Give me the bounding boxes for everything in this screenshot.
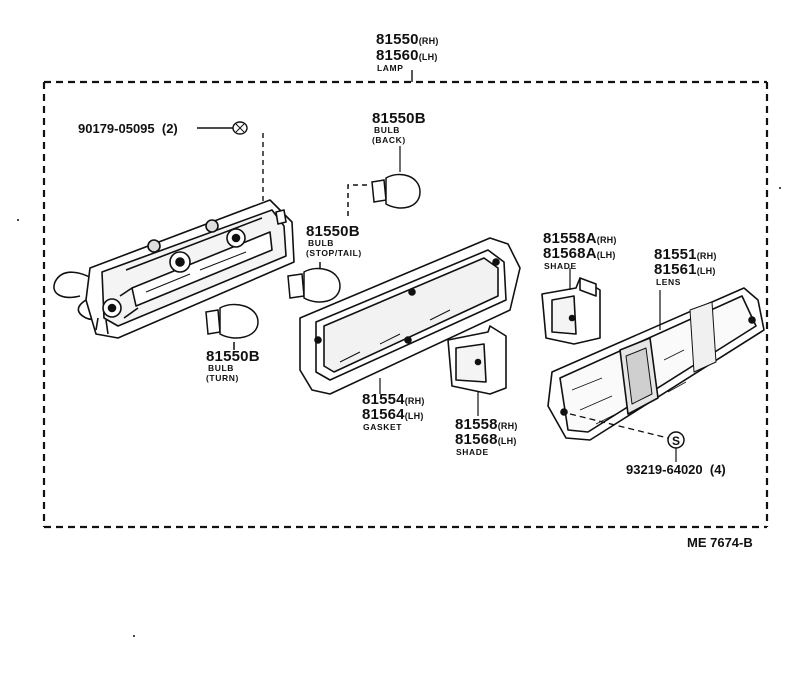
bulb-back bbox=[347, 173, 421, 216]
lamp-part-number-rh: 81550(RH) bbox=[376, 31, 439, 48]
shade-a-part bbox=[541, 277, 601, 345]
bulb-turn bbox=[205, 303, 259, 350]
bulb-back-name: BULB bbox=[374, 125, 401, 135]
lens-part-number-lh: 81561(LH) bbox=[654, 261, 716, 278]
screw-part-number: 90179-05095 (2) bbox=[78, 121, 178, 136]
bulb-stop-number: 81550B bbox=[306, 223, 360, 240]
gasket-part bbox=[299, 237, 521, 395]
bulb-back-sub: (BACK) bbox=[372, 135, 406, 145]
gasket-part-number-lh: 81564(LH) bbox=[362, 406, 424, 423]
lens-screw-part-number: 93219-64020 (4) bbox=[626, 462, 726, 477]
shade-a-part-number-rh: 81558A(RH) bbox=[543, 230, 617, 247]
lamp-part-number-lh: 81560(LH) bbox=[376, 47, 438, 64]
shade-part-number-rh: 81558(RH) bbox=[455, 416, 518, 433]
bulb-stop-name: BULB bbox=[308, 238, 335, 248]
bulb-stop-tail bbox=[287, 262, 341, 303]
bulb-turn-sub: (TURN) bbox=[206, 373, 239, 383]
diagram-reference-code: ME 7674-B bbox=[687, 535, 753, 550]
lamp-housing bbox=[53, 199, 295, 339]
bulb-turn-number: 81550B bbox=[206, 348, 260, 365]
shade-a-name: SHADE bbox=[544, 261, 577, 271]
lamp-name: LAMP bbox=[377, 63, 404, 73]
bulb-back-number: 81550B bbox=[372, 110, 426, 127]
screw-part bbox=[197, 121, 264, 204]
shade-a-part-number-lh: 81568A(LH) bbox=[543, 245, 616, 262]
gasket-name: GASKET bbox=[363, 422, 403, 432]
gasket-part-number-rh: 81554(RH) bbox=[362, 391, 425, 408]
scan-dot bbox=[17, 219, 19, 221]
bulb-stop-sub: (STOP/TAIL) bbox=[306, 248, 362, 258]
lens-part bbox=[547, 287, 765, 441]
shade-part bbox=[447, 325, 507, 395]
lens-part-number-rh: 81551(RH) bbox=[654, 246, 717, 263]
bulb-turn-name: BULB bbox=[208, 363, 235, 373]
shade-part-number-lh: 81568(LH) bbox=[455, 431, 517, 448]
lens-name: LENS bbox=[656, 277, 682, 287]
lens-screw-marker-letter: S bbox=[672, 434, 680, 448]
assembly-frame bbox=[42, 80, 769, 529]
scan-dot bbox=[779, 187, 781, 189]
shade-name: SHADE bbox=[456, 447, 489, 457]
lens-screw-leader bbox=[569, 413, 669, 439]
scan-dot bbox=[133, 635, 135, 637]
